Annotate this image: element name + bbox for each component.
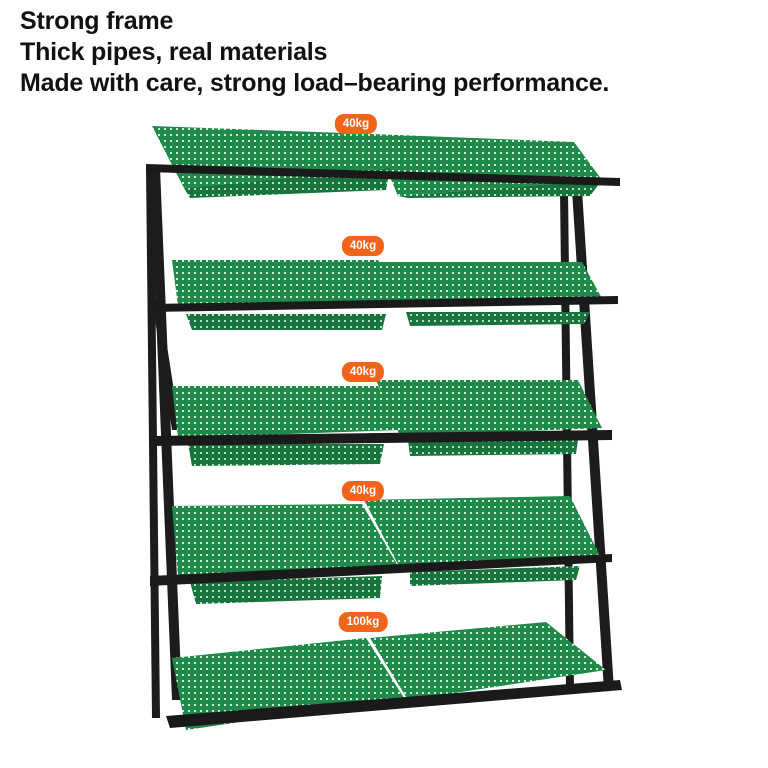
- capacity-badge-tier-4: 40kg: [341, 481, 385, 501]
- tier-1: [146, 126, 620, 198]
- headline-line-1: Strong frame: [20, 7, 174, 35]
- tier-3: [150, 380, 612, 466]
- capacity-badge-tier-1: 40kg: [334, 114, 378, 134]
- tier-4: [150, 496, 612, 604]
- headline: Strong frame Thick pipes, real materials…: [20, 6, 609, 99]
- tier-5: [166, 622, 622, 730]
- headline-line-3: Made with care, strong load–bearing perf…: [20, 69, 610, 97]
- capacity-badge-tier-5: 100kg: [338, 612, 388, 632]
- capacity-badge-tier-3: 40kg: [341, 362, 385, 382]
- capacity-badge-tier-2: 40kg: [341, 236, 385, 256]
- tier-2: [150, 260, 618, 330]
- headline-line-2: Thick pipes, real materials: [20, 38, 328, 66]
